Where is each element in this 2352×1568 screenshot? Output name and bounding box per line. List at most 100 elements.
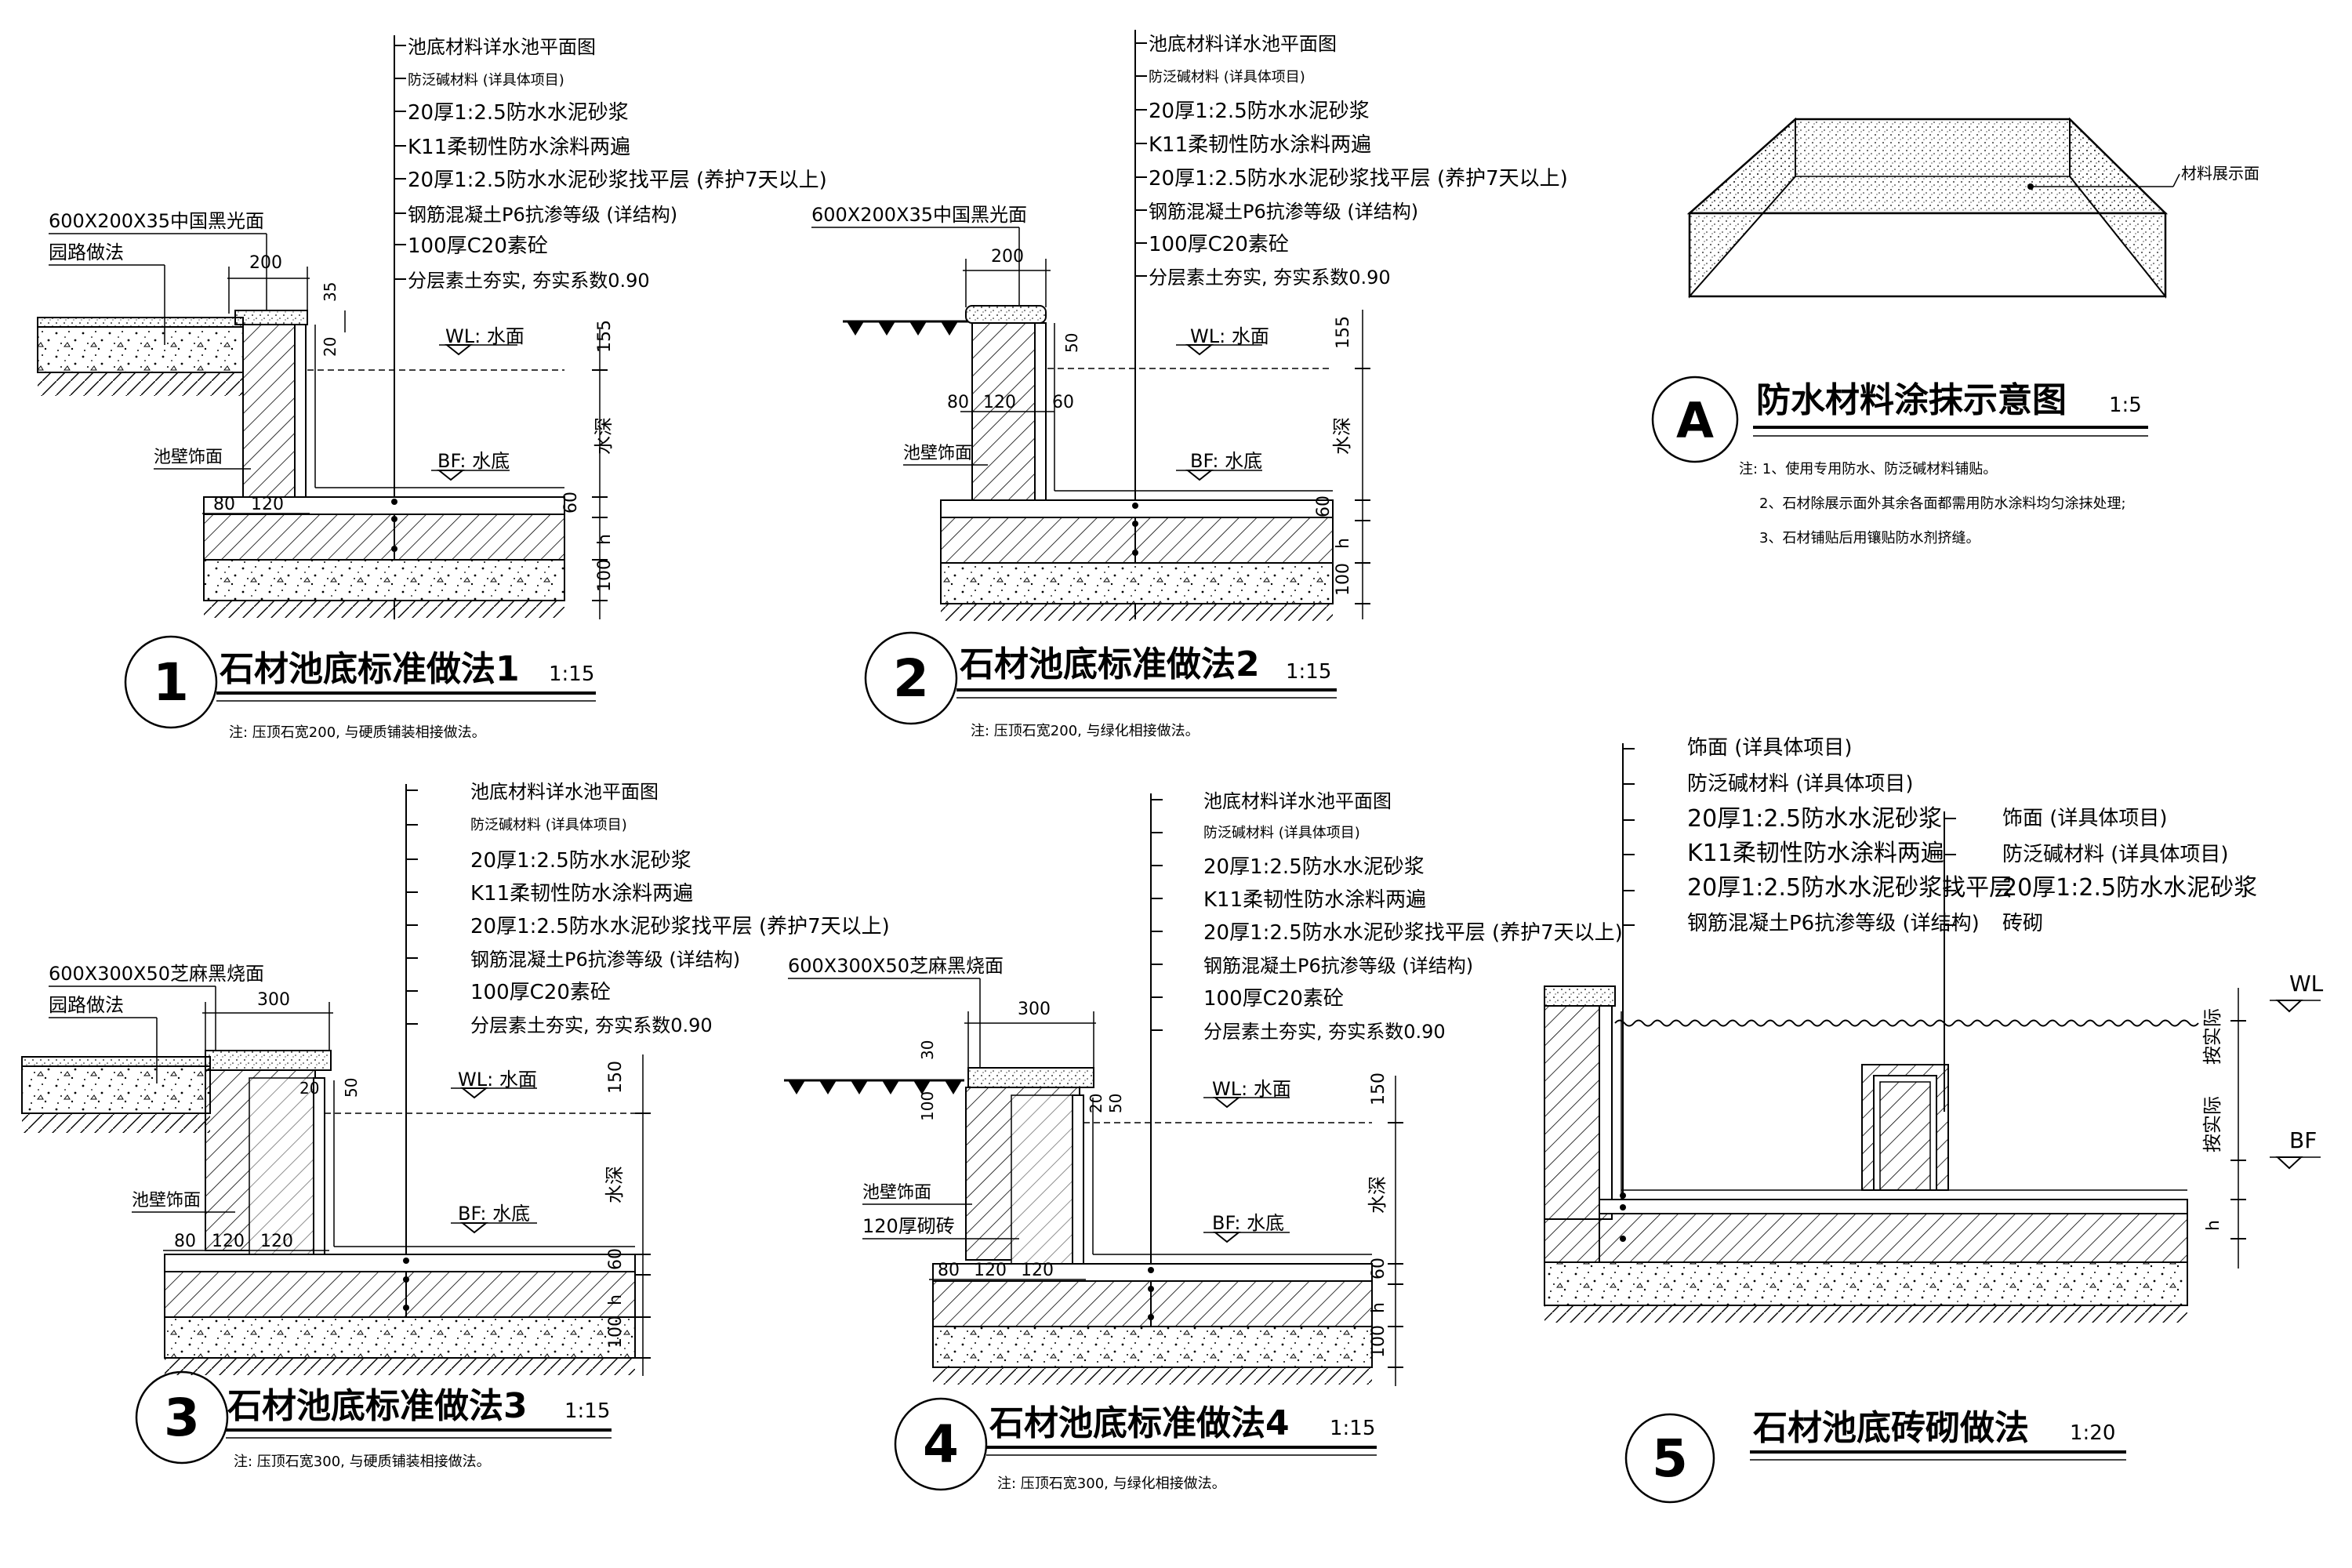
detail-4-wall-finish-label: 池壁饰面 xyxy=(862,1183,931,1203)
detail-4-leader-7: 100厚C20素砼 xyxy=(1203,987,1344,1011)
detail-a-number: A xyxy=(1676,392,1714,449)
detail-2-coping-label: 600X200X35中国黑光面 xyxy=(811,204,1027,226)
detail-4-scale: 1:15 xyxy=(1330,1417,1375,1440)
detail-2-bf-label: BF: 水底 xyxy=(1190,450,1262,472)
detail-5-dim-actual-2: 按实际 xyxy=(2201,1096,2223,1152)
detail-2-leader-2: 防泛碱材料 (详具体项目) xyxy=(1149,69,1305,85)
detail-4-bf-label: BF: 水底 xyxy=(1212,1212,1284,1234)
detail-5-leader-left-3: 20厚1:2.5防水水泥砂浆 xyxy=(1687,805,1942,833)
detail-4-number-circle xyxy=(894,1397,988,1491)
detail-4-wl-label: WL: 水面 xyxy=(1212,1078,1291,1100)
detail-a-number-circle xyxy=(1651,376,1739,463)
detail-5-leader-left-4: K11柔韧性防水涂料两遍 xyxy=(1687,840,1944,867)
detail-3-dim-300: 300 xyxy=(257,990,290,1010)
detail-3-number-circle xyxy=(135,1370,229,1465)
detail-3-dim-50: 50 xyxy=(342,1078,361,1098)
detail-1-wall-finish-label: 池壁饰面 xyxy=(154,448,223,467)
detail-1-wl-label: WL: 水面 xyxy=(445,325,524,347)
detail-4-dim-depth: 水深 xyxy=(1367,1176,1388,1214)
detail-1-leader-7: 100厚C20素砼 xyxy=(408,234,548,258)
detail-3-dim-100: 100 xyxy=(606,1316,626,1348)
detail-3-leader-8: 分层素土夯实, 夯实系数0.90 xyxy=(470,1014,713,1036)
detail-1-bf-label: BF: 水底 xyxy=(437,450,510,472)
detail-3-section: 池底材料详水池平面图 防泛碱材料 (详具体项目) 20厚1:2.5防水水泥砂浆 … xyxy=(21,781,890,1470)
detail-3-dim-150: 150 xyxy=(606,1061,626,1094)
detail-4-dim-20: 20 xyxy=(1087,1094,1105,1113)
detail-4-dim-h: h xyxy=(1369,1302,1388,1313)
detail-5-leader-left-6: 钢筋混凝土P6抗渗等级 (详结构) xyxy=(1687,912,1980,935)
detail-a-section: 材料展示面 A 防水材料涂抹示意图 1:5 注: 1、使用专用防水、防泛碱材料铺… xyxy=(1651,117,2259,546)
detail-3-bf-label: BF: 水底 xyxy=(458,1203,530,1225)
detail-1-leader-2: 防泛碱材料 (详具体项目) xyxy=(408,72,564,89)
detail-4-coping-label: 600X300X50芝麻黑烧面 xyxy=(788,955,1004,977)
detail-1-coping-label: 600X200X35中国黑光面 xyxy=(49,210,264,232)
detail-4-dim-300: 300 xyxy=(1018,1000,1051,1019)
detail-2-scale: 1:15 xyxy=(1286,660,1331,684)
detail-3-dim-120b: 120 xyxy=(260,1232,293,1251)
detail-4-dim-120b: 120 xyxy=(1021,1261,1054,1280)
detail-1-dim-200: 200 xyxy=(249,253,282,273)
detail-4-dim-150: 150 xyxy=(1369,1073,1388,1105)
detail-2-dim-120: 120 xyxy=(983,393,1016,412)
detail-3-leader-4: K11柔韧性防水涂料两遍 xyxy=(470,882,693,906)
detail-3-coping-label: 600X300X50芝麻黑烧面 xyxy=(49,963,264,985)
detail-4-leader-8: 分层素土夯实, 夯实系数0.90 xyxy=(1203,1021,1446,1043)
detail-4-leader-4: K11柔韧性防水涂料两遍 xyxy=(1203,888,1426,912)
detail-4-brick-label: 120厚砌砖 xyxy=(862,1215,955,1237)
detail-5-dim-actual-1: 按实际 xyxy=(2201,1008,2223,1065)
detail-2-dim-100: 100 xyxy=(1334,563,1353,596)
detail-5-wl-label: WL xyxy=(2289,971,2324,996)
detail-5-leader-right-2: 防泛碱材料 (详具体项目) xyxy=(2002,843,2229,866)
detail-3-title: 石材池底标准做法3 xyxy=(227,1386,528,1426)
detail-3-dim-80: 80 xyxy=(174,1232,196,1251)
detail-2-leader-8: 分层素土夯实, 夯实系数0.90 xyxy=(1149,267,1391,289)
detail-1-scale: 1:15 xyxy=(549,662,594,686)
detail-2-leader-7: 100厚C20素砼 xyxy=(1149,233,1289,256)
detail-1-note: 注: 压顶石宽200, 与硬质铺装相接做法。 xyxy=(229,724,486,741)
detail-5-leader-right-3: 20厚1:2.5防水水泥砂浆 xyxy=(2002,874,2257,902)
detail-a-material-label: 材料展示面 xyxy=(2181,164,2259,183)
detail-2-dim-80: 80 xyxy=(947,393,969,412)
detail-5-scale: 1:20 xyxy=(2070,1421,2115,1445)
detail-3-paving-label: 园路做法 xyxy=(49,994,124,1016)
detail-2-leader-1: 池底材料详水池平面图 xyxy=(1149,33,1337,55)
detail-3-leader-2: 防泛碱材料 (详具体项目) xyxy=(470,817,627,833)
detail-4-note: 注: 压顶石宽300, 与绿化相接做法。 xyxy=(997,1475,1226,1492)
detail-4-number: 4 xyxy=(923,1414,959,1475)
detail-2-note: 注: 压顶石宽200, 与绿化相接做法。 xyxy=(971,723,1200,739)
detail-3-dim-120a: 120 xyxy=(212,1232,245,1251)
detail-1-leader-3: 20厚1:2.5防水水泥砂浆 xyxy=(408,101,629,125)
detail-2-wall-finish-label: 池壁饰面 xyxy=(903,444,972,463)
detail-2-leader-4: K11柔韧性防水涂料两遍 xyxy=(1149,133,1371,157)
detail-2-dim-60: 60 xyxy=(1314,495,1334,517)
detail-1-leader-5: 20厚1:2.5防水水泥砂浆找平层 (养护7天以上) xyxy=(408,169,827,192)
detail-2-number: 2 xyxy=(893,648,929,709)
detail-2-wl-label: WL: 水面 xyxy=(1190,325,1269,347)
detail-3-scale: 1:15 xyxy=(564,1399,610,1423)
detail-1-leader-8: 分层素土夯实, 夯实系数0.90 xyxy=(408,270,650,292)
detail-1-dim-h: h xyxy=(595,534,615,545)
detail-5-bf-label: BF xyxy=(2289,1127,2317,1153)
detail-1-number: 1 xyxy=(153,652,189,713)
detail-4-leader-2: 防泛碱材料 (详具体项目) xyxy=(1203,825,1360,841)
detail-3-dim-depth: 水深 xyxy=(604,1166,626,1203)
detail-4-section: 池底材料详水池平面图 防泛碱材料 (详具体项目) 20厚1:2.5防水水泥砂浆 … xyxy=(784,790,1623,1492)
detail-2-dim-50: 50 xyxy=(1062,333,1081,353)
detail-3-leader-6: 钢筋混凝土P6抗渗等级 (详结构) xyxy=(470,949,740,971)
detail-2-leader-5: 20厚1:2.5防水水泥砂浆找平层 (养护7天以上) xyxy=(1149,167,1568,191)
detail-2-number-circle xyxy=(864,631,958,725)
detail-4-dim-60: 60 xyxy=(1369,1258,1388,1279)
detail-1-paving-label: 园路做法 xyxy=(49,241,124,263)
detail-5-section: 饰面 (详具体项目) 防泛碱材料 (详具体项目) 20厚1:2.5防水水泥砂浆 … xyxy=(1544,736,2324,1504)
detail-3-wl-label: WL: 水面 xyxy=(458,1069,537,1091)
detail-3-leader-5: 20厚1:2.5防水水泥砂浆找平层 (养护7天以上) xyxy=(470,915,890,938)
detail-4-leader-1: 池底材料详水池平面图 xyxy=(1203,790,1392,812)
detail-2-section: 池底材料详水池平面图 防泛碱材料 (详具体项目) 20厚1:2.5防水水泥砂浆 … xyxy=(811,30,1568,739)
detail-1-number-circle xyxy=(124,635,218,729)
detail-4-dim-50: 50 xyxy=(1106,1094,1125,1113)
detail-4-leader-3: 20厚1:2.5防水水泥砂浆 xyxy=(1203,855,1425,879)
detail-1-leader-ticks xyxy=(394,45,406,280)
detail-a-title: 防水材料涂抹示意图 xyxy=(1756,380,2067,420)
detail-3-wall-finish-label: 池壁饰面 xyxy=(132,1191,201,1210)
